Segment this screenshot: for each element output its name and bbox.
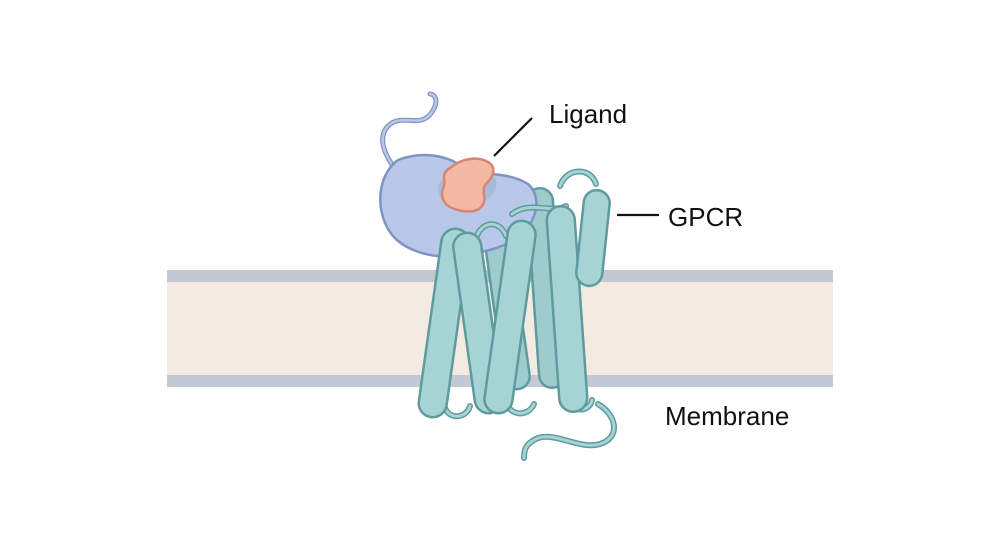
gpcr-front-helices	[417, 188, 611, 419]
ligand-leader-line	[493, 117, 533, 157]
c-terminal-inner	[522, 402, 616, 460]
gpcr-label: GPCR	[668, 202, 744, 232]
ligand-molecule	[440, 157, 495, 213]
leader-lines	[493, 117, 659, 217]
c-terminal-tail	[521, 401, 617, 461]
loop-extra-3-inner	[558, 170, 598, 188]
loop-extra-1-inner	[474, 222, 508, 240]
n-terminal-tail-fill	[381, 92, 438, 178]
helix-5	[575, 188, 611, 288]
membrane-label: Membrane	[665, 401, 790, 431]
ligand-label: Ligand	[549, 99, 628, 129]
helix-3	[483, 219, 537, 415]
